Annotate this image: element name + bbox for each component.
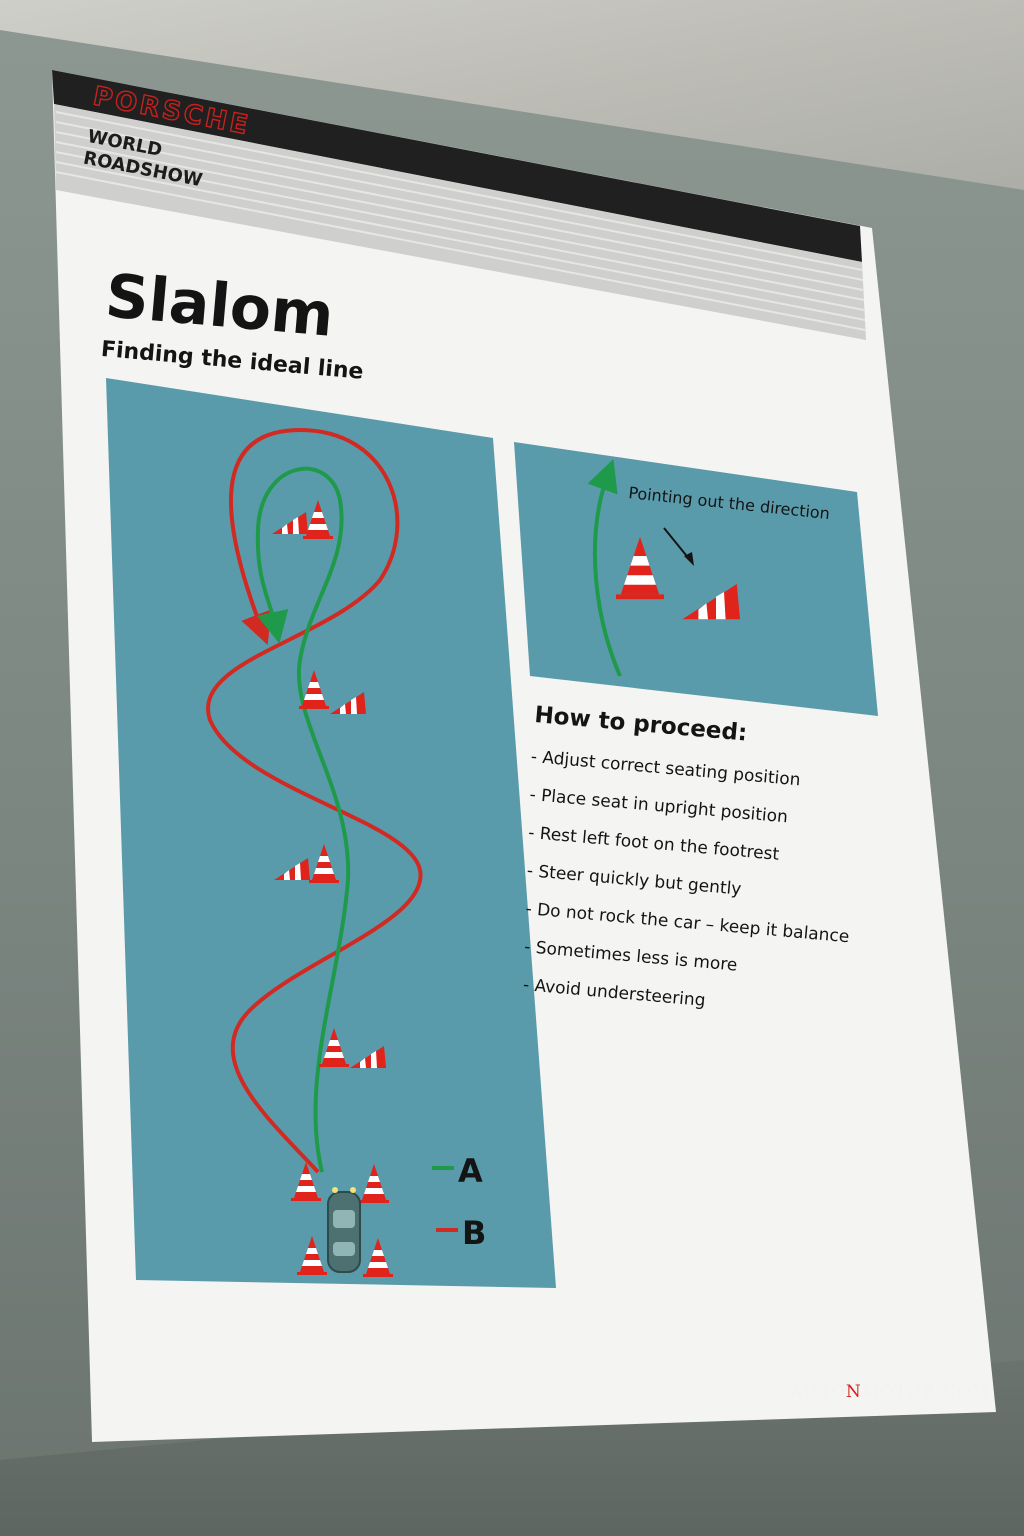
legend-b-label: B bbox=[462, 1214, 486, 1252]
watermark: AUTONMOTOR.COM bbox=[790, 1382, 990, 1402]
cone-diagram-panel bbox=[514, 442, 878, 716]
car-icon bbox=[327, 1187, 361, 1273]
course-legend: A B bbox=[432, 1152, 486, 1252]
legend-a-label: A bbox=[458, 1152, 483, 1190]
line-a bbox=[255, 466, 351, 1173]
course-panel bbox=[106, 378, 556, 1288]
line-b bbox=[206, 427, 423, 1174]
